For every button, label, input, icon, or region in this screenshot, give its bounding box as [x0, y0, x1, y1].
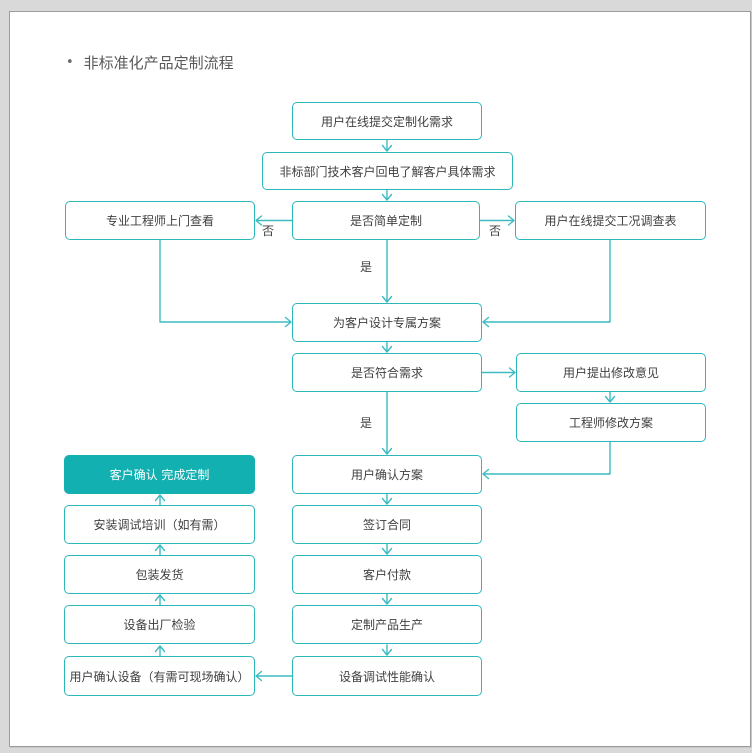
edge-label-yes-lower: 是 — [360, 416, 373, 430]
node-design-exclusive-plan: 为客户设计专属方案 — [292, 303, 482, 342]
connector-down — [381, 543, 393, 555]
node-customer-payment: 客户付款 — [292, 555, 482, 594]
connector-down — [381, 644, 393, 656]
bullet-icon: • — [66, 55, 74, 70]
node-customer-confirm-complete: 客户确认 完成定制 — [64, 455, 255, 494]
node-submit-condition-survey: 用户在线提交工况调查表 — [515, 201, 706, 240]
connector-up — [154, 494, 166, 506]
connector-down-yes — [381, 239, 393, 303]
node-decision-simple-customization: 是否简单定制 — [292, 201, 480, 240]
connector-right — [481, 367, 516, 378]
page-title-text: 非标准化产品定制流程 — [83, 54, 234, 72]
node-install-training: 安装调试培训（如有需） — [64, 505, 255, 544]
node-engineer-revise-plan: 工程师修改方案 — [516, 403, 706, 442]
node-submit-online-request: 用户在线提交定制化需求 — [292, 102, 482, 140]
node-custom-production: 定制产品生产 — [292, 605, 482, 644]
connector-down — [381, 593, 393, 605]
node-sign-contract: 签订合同 — [292, 505, 482, 544]
connector-elbow-right — [159, 239, 292, 328]
node-factory-inspection: 设备出厂检验 — [64, 605, 255, 644]
edge-label-yes-upper: 是 — [360, 260, 373, 274]
connector-down — [381, 139, 393, 152]
node-user-confirm-equipment: 用户确认设备（有需可现场确认） — [64, 656, 255, 696]
connector-up — [154, 594, 166, 606]
connector-down — [381, 493, 393, 505]
connector-down-yes — [381, 391, 393, 455]
connector-down — [381, 189, 393, 201]
edge-label-no-right: 否 — [489, 224, 502, 238]
page-title: • 非标准化产品定制流程 — [66, 52, 234, 73]
node-user-confirm-plan: 用户确认方案 — [292, 455, 482, 494]
connector-left — [255, 670, 293, 682]
connector-up — [154, 544, 166, 556]
node-user-modification-feedback: 用户提出修改意见 — [516, 353, 706, 392]
connector-up — [154, 645, 166, 657]
connector-elbow-left — [482, 441, 611, 480]
node-packaging-shipping: 包装发货 — [64, 555, 255, 594]
node-equipment-performance-check: 设备调试性能确认 — [292, 656, 482, 696]
connector-down — [381, 341, 393, 353]
node-decision-meets-needs: 是否符合需求 — [292, 353, 482, 392]
node-engineer-onsite-visit: 专业工程师上门查看 — [65, 201, 255, 240]
connector-down — [604, 391, 616, 403]
connector-elbow-left — [482, 239, 611, 328]
edge-label-no-left: 否 — [262, 224, 275, 238]
node-callback-understand-needs: 非标部门技术客户回电了解客户具体需求 — [262, 152, 513, 190]
